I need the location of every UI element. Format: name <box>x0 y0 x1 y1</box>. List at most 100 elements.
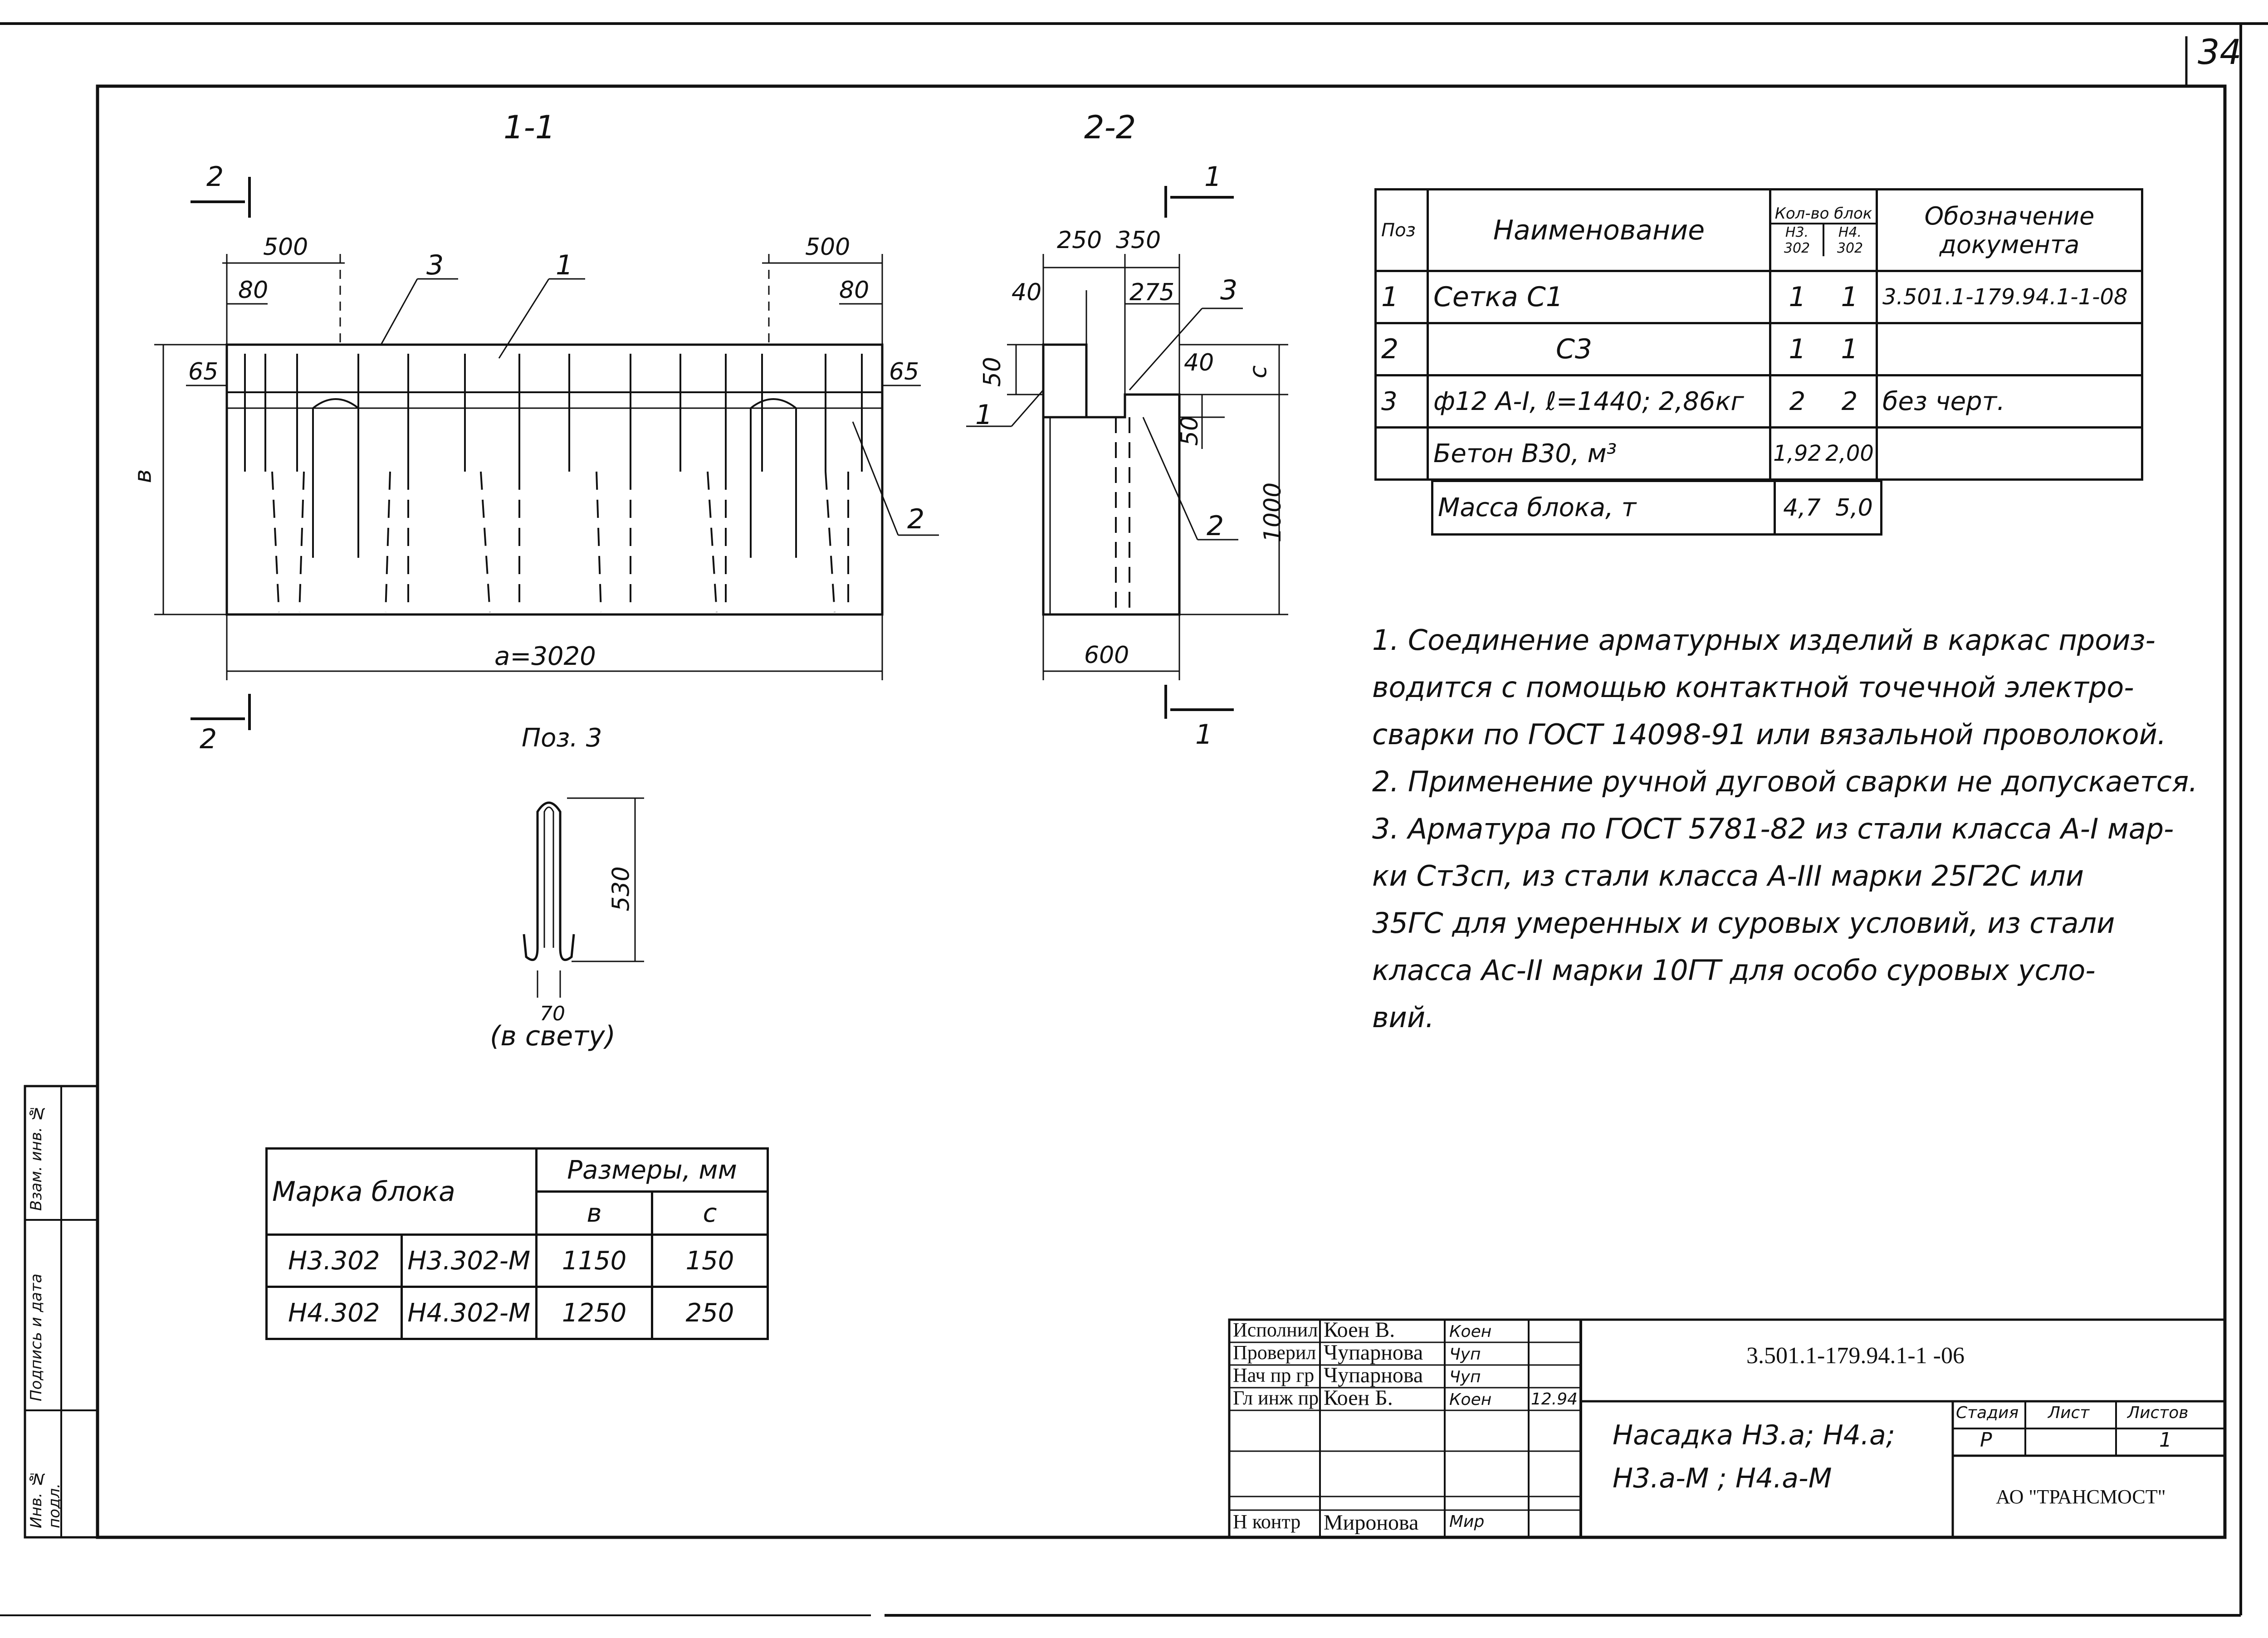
note-line-6: ки Ст3сп, из стали класса А-III марки 25… <box>1372 859 2084 892</box>
spec-row1-pos: 1 <box>1374 270 1429 324</box>
sign-4: Коен <box>1449 1390 1492 1409</box>
dim-500-left: 500 <box>263 234 308 261</box>
size-row1-c: 150 <box>651 1233 769 1288</box>
callout-2-2-1: 1 <box>975 399 993 431</box>
callout-1: 1 <box>556 249 573 281</box>
role-3: Нач пр гр <box>1233 1364 1315 1386</box>
callout-3: 3 <box>426 249 444 281</box>
cut-mark-1-bottom: 1 <box>1195 719 1213 751</box>
spec-row3-name: ф12 А-I, ℓ=1440; 2,86кг <box>1427 374 1771 429</box>
spec-row1-h3: 1 <box>1789 281 1806 313</box>
callout-2-2-3: 3 <box>1220 274 1238 306</box>
callout-2-2-2: 2 <box>1207 510 1224 542</box>
dim-500-right: 500 <box>805 234 850 261</box>
doc-code: 3.501.1-179.94.1-1 -06 <box>1746 1343 1965 1369</box>
spec-row2-h4: 1 <box>1841 333 1858 365</box>
name-4: Коен Б. <box>1324 1386 1393 1410</box>
dim-80-right: 80 <box>839 277 870 304</box>
size-row2-m2: Н4.302-М <box>400 1286 538 1340</box>
size-header-mark: Марка блока <box>265 1147 538 1236</box>
pos3-dim-70: 70 <box>540 1002 565 1025</box>
sheet-number: 34 <box>2198 32 2242 72</box>
size-row2-c: 250 <box>651 1286 769 1340</box>
cut-mark-2-top: 2 <box>206 161 224 193</box>
spec-row3-doc: без черт. <box>1876 374 2143 429</box>
sheets-header: Листов <box>2127 1404 2189 1422</box>
name-1: Коен В. <box>1324 1318 1395 1342</box>
note-line-2: водится с помощью контактной точечной эл… <box>1372 671 2134 704</box>
callout-2: 2 <box>907 503 925 535</box>
size-row1-m1: Н3.302 <box>265 1233 403 1288</box>
spec-row2-h3: 1 <box>1789 333 1806 365</box>
pos3-title: Поз. 3 <box>522 723 602 753</box>
drawing-title-line1: Насадка Н3.а; Н4.а; <box>1613 1419 1895 1451</box>
spec-row4-h4: 2,00 <box>1825 441 1874 466</box>
cut-mark-2-bottom: 2 <box>200 723 217 755</box>
size-row1-b: 1150 <box>535 1233 653 1288</box>
dim-width-a: a=3020 <box>494 642 596 671</box>
note-line-9: вий. <box>1372 1001 1434 1034</box>
spec-header-qty: Кол-во блок Н3. 302 Н4. 302 <box>1769 188 1878 272</box>
role-1: Исполнил <box>1233 1319 1318 1341</box>
section-2-2-title: 2-2 <box>1084 109 1136 146</box>
spec-header-qty-title: Кол-во блок <box>1771 205 1876 224</box>
spec-row4-name: Бетон В30, м³ <box>1427 426 1771 481</box>
size-row2-b: 1250 <box>535 1286 653 1340</box>
name-3: Чупарнова <box>1324 1363 1423 1387</box>
spec-header-pos: Поз <box>1374 188 1429 272</box>
dim-40-right: 40 <box>1184 349 1214 376</box>
dim-80-left: 80 <box>238 277 269 304</box>
spec-header-h4: Н4. 302 <box>1837 224 1863 256</box>
sign-3: Чуп <box>1449 1368 1481 1386</box>
spec-table: Поз Наименование Кол-во блок Н3. 302 Н4.… <box>1374 188 2143 481</box>
spec-row3-h4: 2 <box>1841 386 1858 416</box>
note-line-3: сварки по ГОСТ 14098-91 или вязальной пр… <box>1372 718 2166 751</box>
spec-row4-pos <box>1374 426 1429 481</box>
role-4: Гл инж пр <box>1233 1387 1319 1409</box>
size-table: Марка блока Размеры, мм в с Н3.302 Н3.30… <box>265 1147 769 1340</box>
note-line-7: 35ГС для умеренных и суровых условий, из… <box>1372 907 2115 940</box>
spec-row1-name: Сетка С1 <box>1427 270 1771 324</box>
mass-row-name: Масса блока, т <box>1431 480 1776 536</box>
size-header-b: в <box>535 1190 653 1236</box>
dim-65-left: 65 <box>188 358 219 385</box>
name-7: Миронова <box>1324 1511 1419 1535</box>
mass-row-h4: 5,0 <box>1835 494 1873 522</box>
spec-row2-name: С3 <box>1427 322 1771 376</box>
title-block-signs: Коен Чуп Чуп Коен <box>1449 1321 1491 1411</box>
spec-row3-pos: 3 <box>1374 374 1429 429</box>
sign-7: Мир <box>1449 1512 1485 1531</box>
note-line-5: 3. Арматура по ГОСТ 5781-82 из стали кла… <box>1372 812 2174 845</box>
dim-40-left: 40 <box>1012 279 1042 306</box>
stage-value: Р <box>1980 1428 1992 1452</box>
spec-row1-h4: 1 <box>1841 281 1858 313</box>
spec-row1-doc: 3.501.1-179.94.1-1-08 <box>1876 270 2143 324</box>
sheets-value: 1 <box>2159 1428 2172 1452</box>
sign-1: Коен <box>1449 1322 1492 1341</box>
spec-header-doc: Обозначение документа <box>1876 188 2143 272</box>
pos3-gap-note: (в свету) <box>490 1020 616 1052</box>
note-line-1: 1. Соединение арматурных изделий в карка… <box>1372 624 2156 657</box>
dim-250: 250 <box>1057 227 1102 254</box>
stage-header: Стадия <box>1956 1404 2019 1422</box>
sheet-header: Лист <box>2048 1404 2090 1422</box>
dim-65-right: 65 <box>889 358 919 385</box>
role-2: Проверил <box>1233 1341 1316 1364</box>
role-7: Н контр <box>1233 1511 1301 1533</box>
company-name: АО "ТРАНСМОСТ" <box>1996 1486 2166 1508</box>
dim-600: 600 <box>1084 642 1129 669</box>
cut-mark-1-top: 1 <box>1204 161 1222 193</box>
date-4: 12.94 <box>1531 1390 1578 1409</box>
note-line-4: 2. Применение ручной дуговой сварки не д… <box>1372 765 2198 798</box>
notes-block: 1. Соединение арматурных изделий в карка… <box>1372 617 2198 1041</box>
dim-275: 275 <box>1129 279 1175 306</box>
drawing-title-line2: Н3.а-М ; Н4.а-М <box>1613 1462 1832 1494</box>
mass-row-h3: 4,7 <box>1783 494 1821 522</box>
spec-header-h3: Н3. 302 <box>1771 224 1824 256</box>
size-header-c: с <box>651 1190 769 1236</box>
